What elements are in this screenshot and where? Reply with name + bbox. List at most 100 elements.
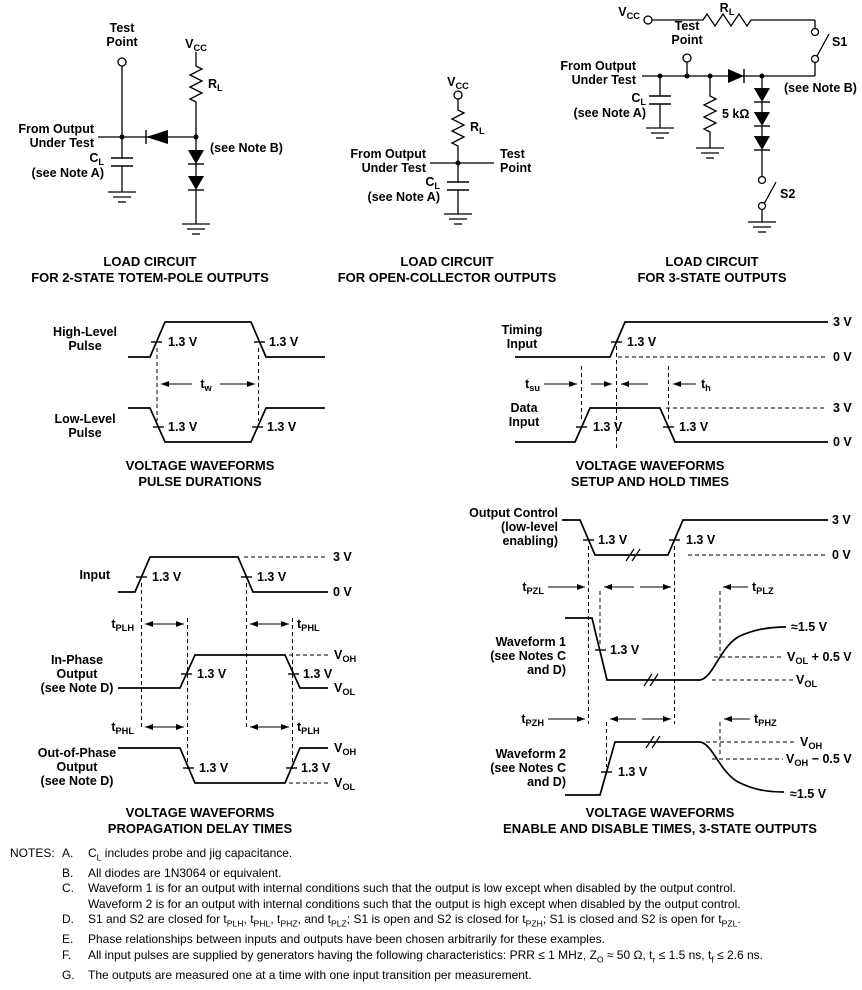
cl-label: CL: [89, 151, 104, 167]
diode-chain-symbol: [754, 88, 770, 151]
in-phase-output-label: Output: [57, 667, 99, 681]
vcc-label: VCC: [185, 37, 207, 53]
break-mark: [645, 735, 661, 749]
note-text: The outputs are measured one at a time w…: [88, 967, 532, 982]
out-of-phase-output-label: (see Note D): [41, 774, 114, 788]
junction-dot: [193, 134, 199, 140]
note-row: Waveform 2 is for an output with interna…: [10, 897, 860, 913]
waveform-caption: VOLTAGE WAVEFORMS: [126, 805, 275, 820]
input-label: Input: [79, 568, 110, 582]
from-output-label: Under Test: [572, 73, 637, 87]
diode-chain-symbol: [188, 150, 204, 191]
tplh-label: tPLH: [297, 720, 320, 736]
waveform2-trace: [565, 741, 785, 796]
vcc-terminal-icon: [643, 15, 653, 25]
threshold-label: 1.3 V: [168, 420, 198, 434]
load-circuit-3-state: VCC RL S1 Test Point From Output: [560, 1, 857, 285]
high-level-pulse-label: Pulse: [68, 339, 101, 353]
tw-label: tw: [200, 377, 212, 393]
vcc-label: VCC: [618, 5, 640, 21]
note-text: All input pulses are supplied by generat…: [88, 947, 763, 965]
hiz-level-label: ≈1.5 V: [790, 787, 827, 801]
threshold-label: 1.3 V: [598, 533, 628, 547]
break-mark: [625, 548, 641, 562]
threshold-label: 1.3 V: [679, 420, 709, 434]
cl-label: CL: [631, 91, 646, 107]
waveform1-label: Waveform 1: [496, 635, 566, 649]
capacitor-cl-symbol: [649, 95, 671, 105]
waveform1-label: (see Notes C: [490, 649, 566, 663]
load-circuit-open-collector: VCC RL From Output Under Test Test Point…: [338, 75, 557, 285]
vol-label: VOL: [334, 776, 356, 792]
test-point-label: Test: [675, 19, 701, 33]
rl-label: RL: [720, 1, 735, 17]
ground-symbol: [444, 213, 472, 225]
break-mark: [643, 673, 659, 687]
output-control-label: enabling): [502, 534, 558, 548]
tphz-label: tPHZ: [754, 712, 777, 728]
threshold-label: 1.3 V: [168, 335, 198, 349]
waveform-caption: PULSE DURATIONS: [138, 474, 262, 489]
resistor-rl-symbol: [450, 108, 466, 148]
waveform-enable-disable: Output Control (low-level enabling) 3 V …: [469, 506, 852, 836]
waveform-caption: VOLTAGE WAVEFORMS: [586, 805, 735, 820]
see-note-a-label: (see Note A): [368, 190, 440, 204]
tpzh-label: tPZH: [521, 712, 544, 728]
waveform1-label: and D): [527, 663, 566, 677]
hiz-level-label: ≈1.5 V: [791, 620, 828, 634]
waveform-caption: VOLTAGE WAVEFORMS: [576, 458, 725, 473]
note-letter: [62, 897, 88, 913]
threshold-label: 1.3 V: [593, 420, 623, 434]
tpzl-label: tPZL: [522, 580, 544, 596]
see-note-a-label: (see Note A): [574, 106, 646, 120]
note-letter: B.: [62, 865, 74, 880]
note-row: G. The outputs are measured one at a tim…: [10, 968, 860, 984]
test-point-label: Point: [500, 161, 532, 175]
threshold-label: 1.3 V: [686, 533, 716, 547]
junction-dot: [707, 73, 713, 79]
note-text: CL includes probe and jig capacitance.: [88, 846, 293, 863]
from-output-label: From Output: [560, 59, 637, 73]
level-label: 0 V: [833, 350, 852, 364]
note-letter: D.: [62, 912, 74, 927]
note-text: All diodes are 1N3064 or equivalent.: [88, 865, 282, 880]
resistor-5k-symbol: [702, 94, 718, 134]
out-of-phase-output-label: Out-of-Phase: [38, 746, 117, 760]
waveform-caption: SETUP AND HOLD TIMES: [571, 474, 730, 489]
circuit-caption: FOR 3-STATE OUTPUTS: [637, 270, 786, 285]
s1-label: S1: [832, 35, 847, 49]
test-point-label: Test: [500, 147, 526, 161]
output-control-trace: [562, 519, 828, 556]
load-circuit-totem-pole: Test Point VCC RL From Output Under Test…: [18, 21, 283, 285]
threshold-label: 1.3 V: [627, 335, 657, 349]
see-note-a-label: (see Note A): [32, 166, 104, 180]
vcc-label: VCC: [447, 75, 469, 91]
low-level-pulse-label: Low-Level: [54, 412, 115, 426]
threshold-label: 1.3 V: [303, 667, 333, 681]
input-trace: [118, 556, 328, 593]
test-point-label: Point: [671, 33, 703, 47]
in-phase-output-trace: [118, 654, 328, 689]
test-point-terminal-icon: [117, 57, 127, 67]
vol-label: VOL: [796, 673, 818, 689]
note-row: F. All input pulses are supplied by gene…: [10, 948, 860, 968]
high-level-pulse-trace: [128, 321, 325, 358]
from-output-label: Under Test: [362, 161, 427, 175]
level-label: 3 V: [833, 315, 852, 329]
waveform-propagation-delay: Input 3 V 0 V 1.3 V 1.3 V tPLH tPHL In-P…: [38, 550, 357, 836]
out-of-phase-output-label: Output: [57, 760, 99, 774]
note-row: NOTES: A. CL includes probe and jig capa…: [10, 846, 860, 866]
voh-label: VOH: [800, 735, 823, 751]
resistor-rl-symbol: [188, 64, 204, 104]
level-label: 0 V: [832, 548, 851, 562]
capacitor-cl-symbol: [111, 157, 133, 167]
junction-dot: [759, 73, 765, 79]
vol-label: VOL: [334, 681, 356, 697]
output-control-label: (low-level: [501, 520, 558, 534]
junction-dot: [657, 73, 663, 79]
ground-symbol: [182, 223, 210, 235]
tsu-label: tsu: [525, 377, 540, 393]
level-label: 0 V: [333, 585, 352, 599]
note-text: S1 and S2 are closed for tPLH, tPHL, tPH…: [88, 912, 741, 929]
